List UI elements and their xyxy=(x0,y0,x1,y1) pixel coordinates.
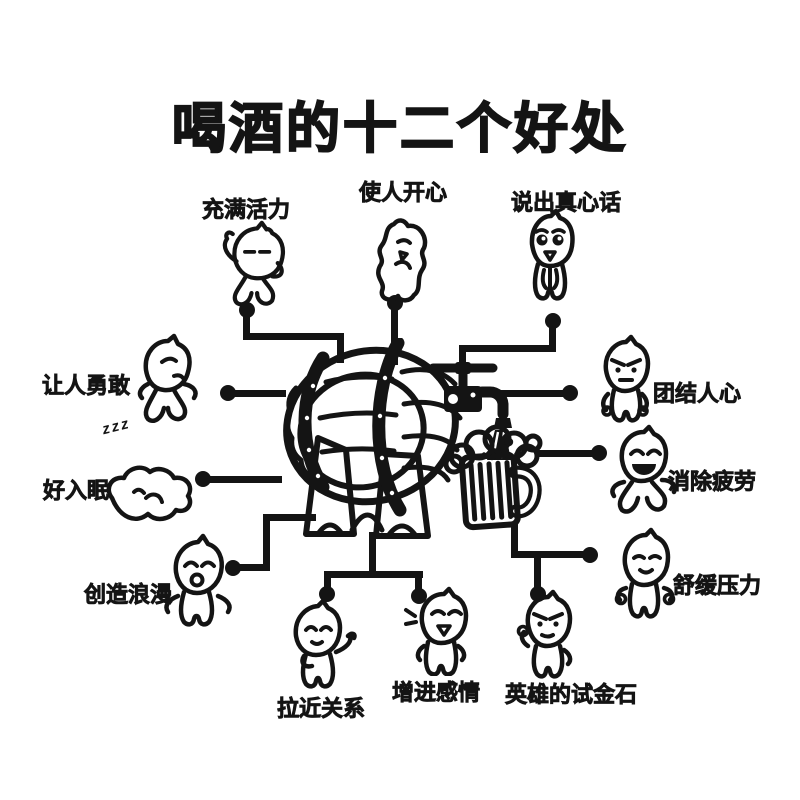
benefit-label-makes-people-happy: 使人开心 xyxy=(358,180,448,206)
benefit-label-makes-people-brave: 让人勇敢 xyxy=(41,373,131,399)
character-brings-closer-icon xyxy=(278,596,358,690)
character-relieves-fatigue-icon xyxy=(602,424,682,516)
character-eases-stress-icon xyxy=(610,526,680,620)
character-makes-people-brave-icon xyxy=(130,332,202,424)
character-deepens-bonds-icon xyxy=(400,586,478,677)
sleep-zzz-text: zzz xyxy=(100,414,133,439)
connector-dot xyxy=(225,560,241,576)
benefit-label-heroes-touchstone: 英雄的试金石 xyxy=(504,682,638,708)
benefit-label-relieves-fatigue: 消除疲劳 xyxy=(667,469,757,495)
benefit-label-speak-from-the-heart: 说出真心话 xyxy=(510,190,622,216)
connector-dot xyxy=(591,445,607,461)
character-speak-from-the-heart-icon xyxy=(518,208,582,304)
character-easy-sleep-icon xyxy=(98,446,202,530)
connector-dot xyxy=(319,586,335,602)
benefit-label-full-of-energy: 充满活力 xyxy=(201,197,291,223)
connector-dot xyxy=(220,385,236,401)
page-title: 喝酒的十二个好处 xyxy=(171,98,628,160)
connector-dot xyxy=(545,313,561,329)
benefit-label-deepens-bonds: 增进感情 xyxy=(391,680,481,706)
benefit-label-eases-stress: 舒缓压力 xyxy=(672,573,762,599)
character-full-of-energy-icon xyxy=(205,220,313,310)
character-creates-romance-icon xyxy=(152,532,240,630)
character-unites-hearts-icon xyxy=(592,334,658,424)
beer-barrel-tap-and-mug-icon xyxy=(268,336,560,548)
connector-dot xyxy=(411,588,427,604)
connector-dot xyxy=(582,547,598,563)
connector-dot xyxy=(195,471,211,487)
benefit-label-brings-closer: 拉近关系 xyxy=(276,696,366,722)
benefit-label-unites-hearts: 团结人心 xyxy=(652,381,742,407)
connector-dot xyxy=(562,385,578,401)
character-heroes-touchstone-icon xyxy=(514,588,580,680)
benefit-label-easy-sleep: 好入眠 xyxy=(42,478,110,504)
character-makes-people-happy-icon xyxy=(362,212,438,304)
benefit-label-creates-romance: 创造浪漫 xyxy=(83,582,173,608)
